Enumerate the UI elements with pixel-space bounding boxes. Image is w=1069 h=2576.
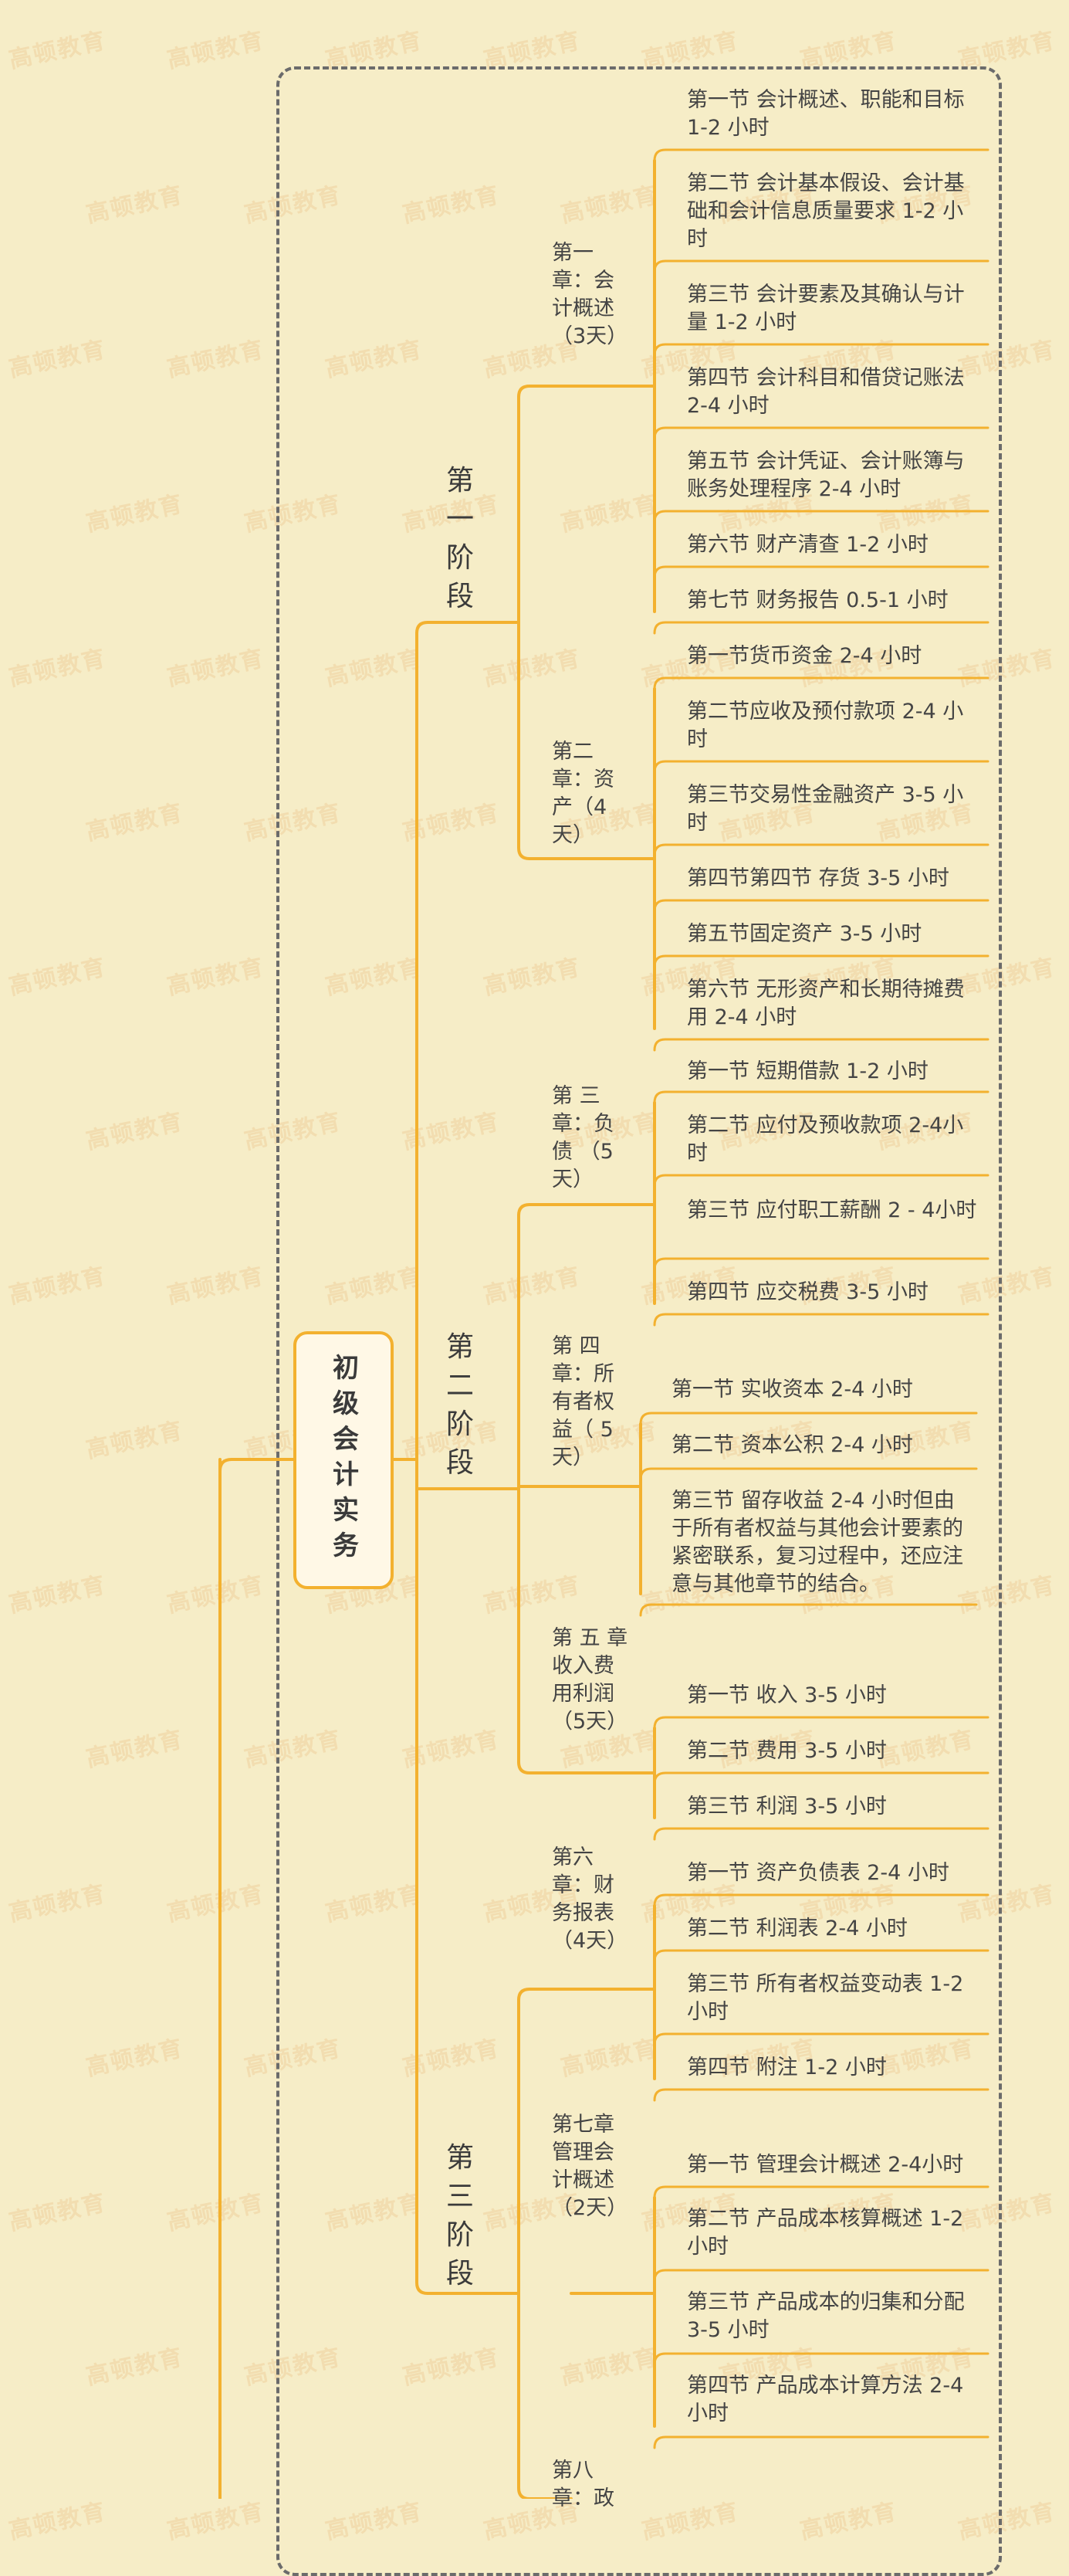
section-1-4[interactable]: 第四节 会计科目和借贷记账法 2-4 小时 [687, 366, 965, 418]
connector-line [218, 1458, 295, 1473]
connector-line [653, 621, 990, 635]
watermark-text: 高顿教育 [6, 2497, 109, 2545]
connector-line [653, 565, 990, 579]
connector-line [653, 1257, 990, 1271]
connector-line [653, 2032, 990, 2046]
connector-line [653, 954, 990, 968]
watermark-text: 高顿教育 [164, 2497, 267, 2545]
root-label: 初级会计实务 [327, 1354, 359, 1567]
connector-line [653, 2185, 990, 2199]
connector-line [653, 1313, 990, 1327]
connector-line [653, 1827, 990, 1841]
connector-line [653, 510, 990, 524]
connector-line [517, 395, 573, 860]
stage-1[interactable]: 第一阶段 [446, 465, 475, 612]
chapter-8[interactable]: 第八章：政 [552, 2459, 614, 2510]
section-7-4[interactable]: 第四节 产品成本计算方法 2-4 小时 [687, 2374, 964, 2425]
section-1-1[interactable]: 第一节 会计概述、职能和目标 1-2 小时 [687, 88, 965, 140]
chapter-7[interactable]: 第七章管理会计概述 （2天） [552, 2113, 628, 2220]
mindmap-root[interactable]: 初级会计实务 [293, 1331, 394, 1589]
connector-line [517, 385, 573, 398]
connector-line [653, 1090, 990, 1104]
section-2-2[interactable]: 第二节应收及预付款项 2-4 小时 [687, 700, 964, 751]
chapter-6[interactable]: 第六章：财务报表（4天） [552, 1846, 628, 1953]
chapter-1[interactable]: 第一章：会计概述（3天） [552, 241, 628, 348]
connector-line [415, 632, 472, 2295]
section-7-1[interactable]: 第一节 管理会计概述 2-4小时 [687, 2153, 964, 2177]
section-5-1[interactable]: 第一节 收入 3-5 小时 [687, 1683, 887, 1707]
section-5-2[interactable]: 第二节 费用 3-5 小时 [687, 1739, 887, 1763]
connector-line [639, 1467, 978, 1481]
section-2-1[interactable]: 第一节货币资金 2-4 小时 [687, 644, 922, 668]
connector-line [653, 2088, 990, 2102]
connector-line [517, 1203, 573, 1217]
connector-line [415, 621, 472, 635]
section-7-2[interactable]: 第二节 产品成本核算概述 1-2 小时 [687, 2207, 964, 2259]
stage-2[interactable]: 第二阶段 [446, 1331, 475, 1479]
connector-line [653, 2352, 990, 2366]
chapter-4[interactable]: 第 四 章：所有者权益（ 5天） [552, 1334, 614, 1469]
section-4-1[interactable]: 第一节 实收资本 2-4 小时 [672, 1378, 913, 1402]
connector-line [653, 1174, 990, 1188]
connector-line [653, 843, 990, 857]
connector-line [653, 1038, 990, 1052]
section-6-1[interactable]: 第一节 资产负债表 2-4 小时 [687, 1861, 949, 1885]
stage-3[interactable]: 第三阶段 [446, 2142, 475, 2290]
chapter-5[interactable]: 第 五 章收入费用利润 （5天） [552, 1626, 628, 1734]
section-1-7[interactable]: 第七节 财务报告 0.5-1 小时 [687, 588, 949, 612]
section-3-4[interactable]: 第四节 应交税费 3-5 小时 [687, 1280, 929, 1304]
connector-line [653, 2269, 990, 2283]
section-3-1[interactable]: 第一节 短期借款 1-2 小时 [687, 1059, 929, 1083]
section-7-3[interactable]: 第三节 产品成本的归集和分配 3-5 小时 [687, 2290, 965, 2342]
connector-line [653, 259, 990, 273]
connector-line [653, 1771, 990, 1785]
section-4-2[interactable]: 第二节 资本公积 2-4 小时 [672, 1433, 913, 1457]
connector-line [653, 148, 990, 162]
connector-line [653, 2435, 990, 2449]
section-2-6[interactable]: 第六节 无形资产和长期待摊费用 2-4 小时 [687, 978, 965, 1029]
connector-line [653, 899, 990, 913]
connector-line [653, 1893, 990, 1907]
section-3-2[interactable]: 第二节 应付及预收款项 2-4小时 [687, 1113, 964, 1165]
connector-line [517, 1988, 573, 2001]
section-3-3[interactable]: 第三节 应付职工薪酬 2 - 4小时 [687, 1198, 977, 1222]
section-2-4[interactable]: 第四节第四节 存货 3-5 小时 [687, 866, 949, 890]
connector-line [517, 1214, 573, 1774]
connector-line [653, 676, 990, 690]
connector-line [653, 760, 990, 774]
section-2-5[interactable]: 第五节固定资产 3-5 小时 [687, 922, 922, 946]
connector-line [653, 426, 990, 440]
connector-line [517, 1998, 573, 2499]
section-4-3[interactable]: 第三节 留存收益 2-4 小时但由于所有者权益与其他会计要素的紧密联系，复习过程… [672, 1489, 963, 1596]
connector-line [653, 343, 990, 357]
section-6-2[interactable]: 第二节 利润表 2-4 小时 [687, 1917, 908, 1940]
section-6-4[interactable]: 第四节 附注 1-2 小时 [687, 2056, 887, 2079]
mindmap-connectors [218, 148, 990, 2499]
section-1-5[interactable]: 第五节 会计凭证、会计账簿与账务处理程序 2-4 小时 [687, 449, 965, 501]
connector-line [639, 1603, 978, 1617]
section-6-3[interactable]: 第三节 所有者权益变动表 1-2 小时 [687, 1972, 964, 2024]
section-2-3[interactable]: 第三节交易性金融资产 3-5 小时 [687, 783, 964, 835]
connector-line [639, 1412, 978, 1425]
section-5-3[interactable]: 第三节 利润 3-5 小时 [687, 1795, 887, 1818]
section-1-3[interactable]: 第三节 会计要素及其确认与计量 1-2 小时 [687, 283, 965, 334]
section-1-2[interactable]: 第二节 会计基本假设、会计基 础和会计信息质量要求 1-2 小时 [687, 171, 965, 251]
connector-line [653, 1716, 990, 1730]
section-1-6[interactable]: 第六节 财产清查 1-2 小时 [687, 533, 929, 557]
connector-line [653, 1949, 990, 1963]
chapter-3[interactable]: 第 三 章：负 债 （5天） [552, 1084, 614, 1191]
chapter-2[interactable]: 第二章：资产（4天） [552, 740, 614, 847]
